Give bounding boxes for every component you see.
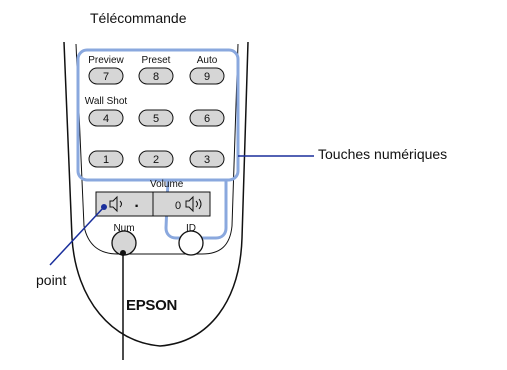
key-digit-1: 1 (103, 154, 109, 166)
callout-dot-point (101, 204, 107, 210)
key-digits: 7 8 9 4 5 6 1 2 3 (103, 71, 210, 166)
speaker-high-icon (185, 195, 194, 213)
remote-inner-panel (75, 43, 239, 255)
numeric-keys-highlight (76, 48, 240, 182)
key-1[interactable] (88, 150, 124, 168)
remote-body-outline (63, 41, 249, 347)
volume-label: Volume (150, 179, 184, 190)
key-digit-7: 7 (103, 71, 109, 83)
key-8[interactable] (138, 67, 174, 85)
diagram-title: Télécommande (90, 10, 187, 26)
key-digit-4: 4 (103, 113, 109, 125)
key-2[interactable] (138, 150, 174, 168)
callout-dot-num (120, 250, 126, 256)
key-digit-2: 2 (153, 154, 159, 166)
key-4[interactable] (88, 109, 124, 127)
callout-line-point (49, 206, 105, 266)
key-9[interactable] (189, 67, 225, 85)
zero-key-label: 0 (175, 200, 181, 212)
callout-point: point (36, 272, 67, 288)
key-digit-6: 6 (204, 113, 210, 125)
key-label-auto: Auto (196, 55, 218, 66)
sound-wave-icon (119, 200, 122, 208)
key-digit-3: 3 (204, 154, 210, 166)
key-label-preview: Preview (88, 55, 124, 66)
callout-numeric-keys: Touches numériques (318, 146, 448, 162)
point-key-label: · (134, 198, 139, 215)
speaker-low-icon (109, 195, 118, 213)
id-button[interactable] (178, 230, 204, 256)
sound-waves-icon (195, 198, 202, 210)
key-label-preset: Preset (141, 55, 171, 66)
num-button-label: Num (113, 223, 135, 234)
key-6[interactable] (189, 109, 225, 127)
key-label-wall-shot: Wall Shot (84, 96, 128, 107)
key-5[interactable] (138, 109, 174, 127)
volume-down-key[interactable]: · (109, 195, 140, 215)
key-3[interactable] (189, 150, 225, 168)
key-7[interactable] (88, 67, 124, 85)
key-digit-8: 8 (153, 71, 159, 83)
key-digit-5: 5 (153, 113, 159, 125)
brand-logo: EPSON (126, 297, 178, 314)
keypad-keys (88, 67, 225, 168)
volume-keys-highlight (164, 178, 228, 240)
id-button-label: ID (186, 223, 196, 234)
volume-up-key[interactable]: 0 (175, 195, 202, 213)
key-digit-9: 9 (204, 71, 210, 83)
